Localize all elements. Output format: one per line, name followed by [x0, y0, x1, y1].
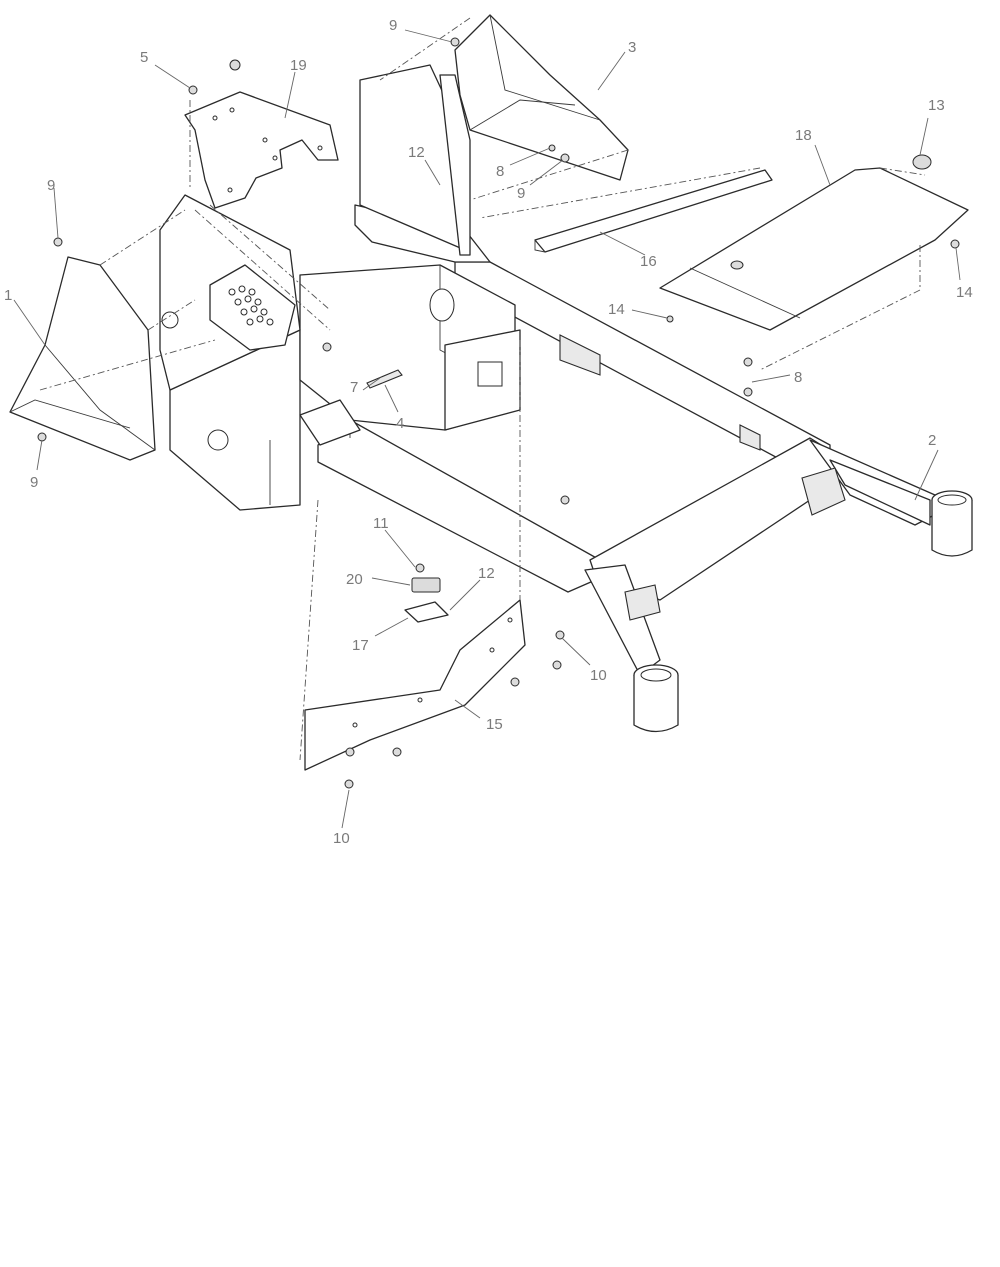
- callout-16: 16: [640, 253, 657, 270]
- callout-14-left: 14: [608, 301, 625, 318]
- callout-12-upper: 12: [408, 144, 425, 161]
- part-16-channel: [534, 169, 773, 253]
- part-20-switch: [411, 577, 441, 593]
- callout-12-lower: 12: [478, 565, 495, 582]
- part-17-bracket: [404, 601, 449, 623]
- callout-1: 1: [4, 287, 12, 304]
- callout-15: 15: [486, 716, 503, 733]
- callouts: 1 2 3 4 5 7 8 8 9 9 9 9 10 10 11 12 12 1…: [4, 17, 973, 847]
- keypad: [228, 285, 274, 326]
- callout-leaders: [13, 29, 961, 829]
- callout-13: 13: [928, 97, 945, 114]
- callout-9-left-bottom: 9: [30, 474, 38, 491]
- hardware: [37, 37, 960, 789]
- assembly-lines: [39, 17, 926, 761]
- callout-9-left-top: 9: [47, 177, 55, 194]
- callout-8-lower: 8: [794, 369, 802, 386]
- callout-18: 18: [795, 127, 812, 144]
- main-frame: [159, 64, 973, 733]
- callout-10-right: 10: [590, 667, 607, 684]
- callout-14-right: 14: [956, 284, 973, 301]
- callout-20: 20: [346, 571, 363, 588]
- callout-10-bottom: 10: [333, 830, 350, 847]
- part-1-left-panel: [9, 256, 156, 461]
- callout-3: 3: [628, 39, 636, 56]
- callout-5: 5: [140, 49, 148, 66]
- callout-11: 11: [373, 515, 389, 532]
- callout-8-upper: 8: [496, 163, 504, 180]
- part-4-strip: [366, 369, 403, 389]
- part-3-rear-cover: [454, 14, 629, 181]
- callout-17: 17: [352, 637, 369, 654]
- callout-19: 19: [290, 57, 307, 74]
- callout-4: 4: [396, 415, 404, 432]
- callout-7: 7: [350, 379, 358, 396]
- part-19-top-plate: [184, 91, 339, 209]
- callout-2: 2: [928, 432, 936, 449]
- part-15-lower-panel: [304, 599, 526, 771]
- callout-9-mid: 9: [517, 185, 525, 202]
- callout-9-top: 9: [389, 17, 397, 34]
- part-18-floor-plate: [659, 167, 969, 331]
